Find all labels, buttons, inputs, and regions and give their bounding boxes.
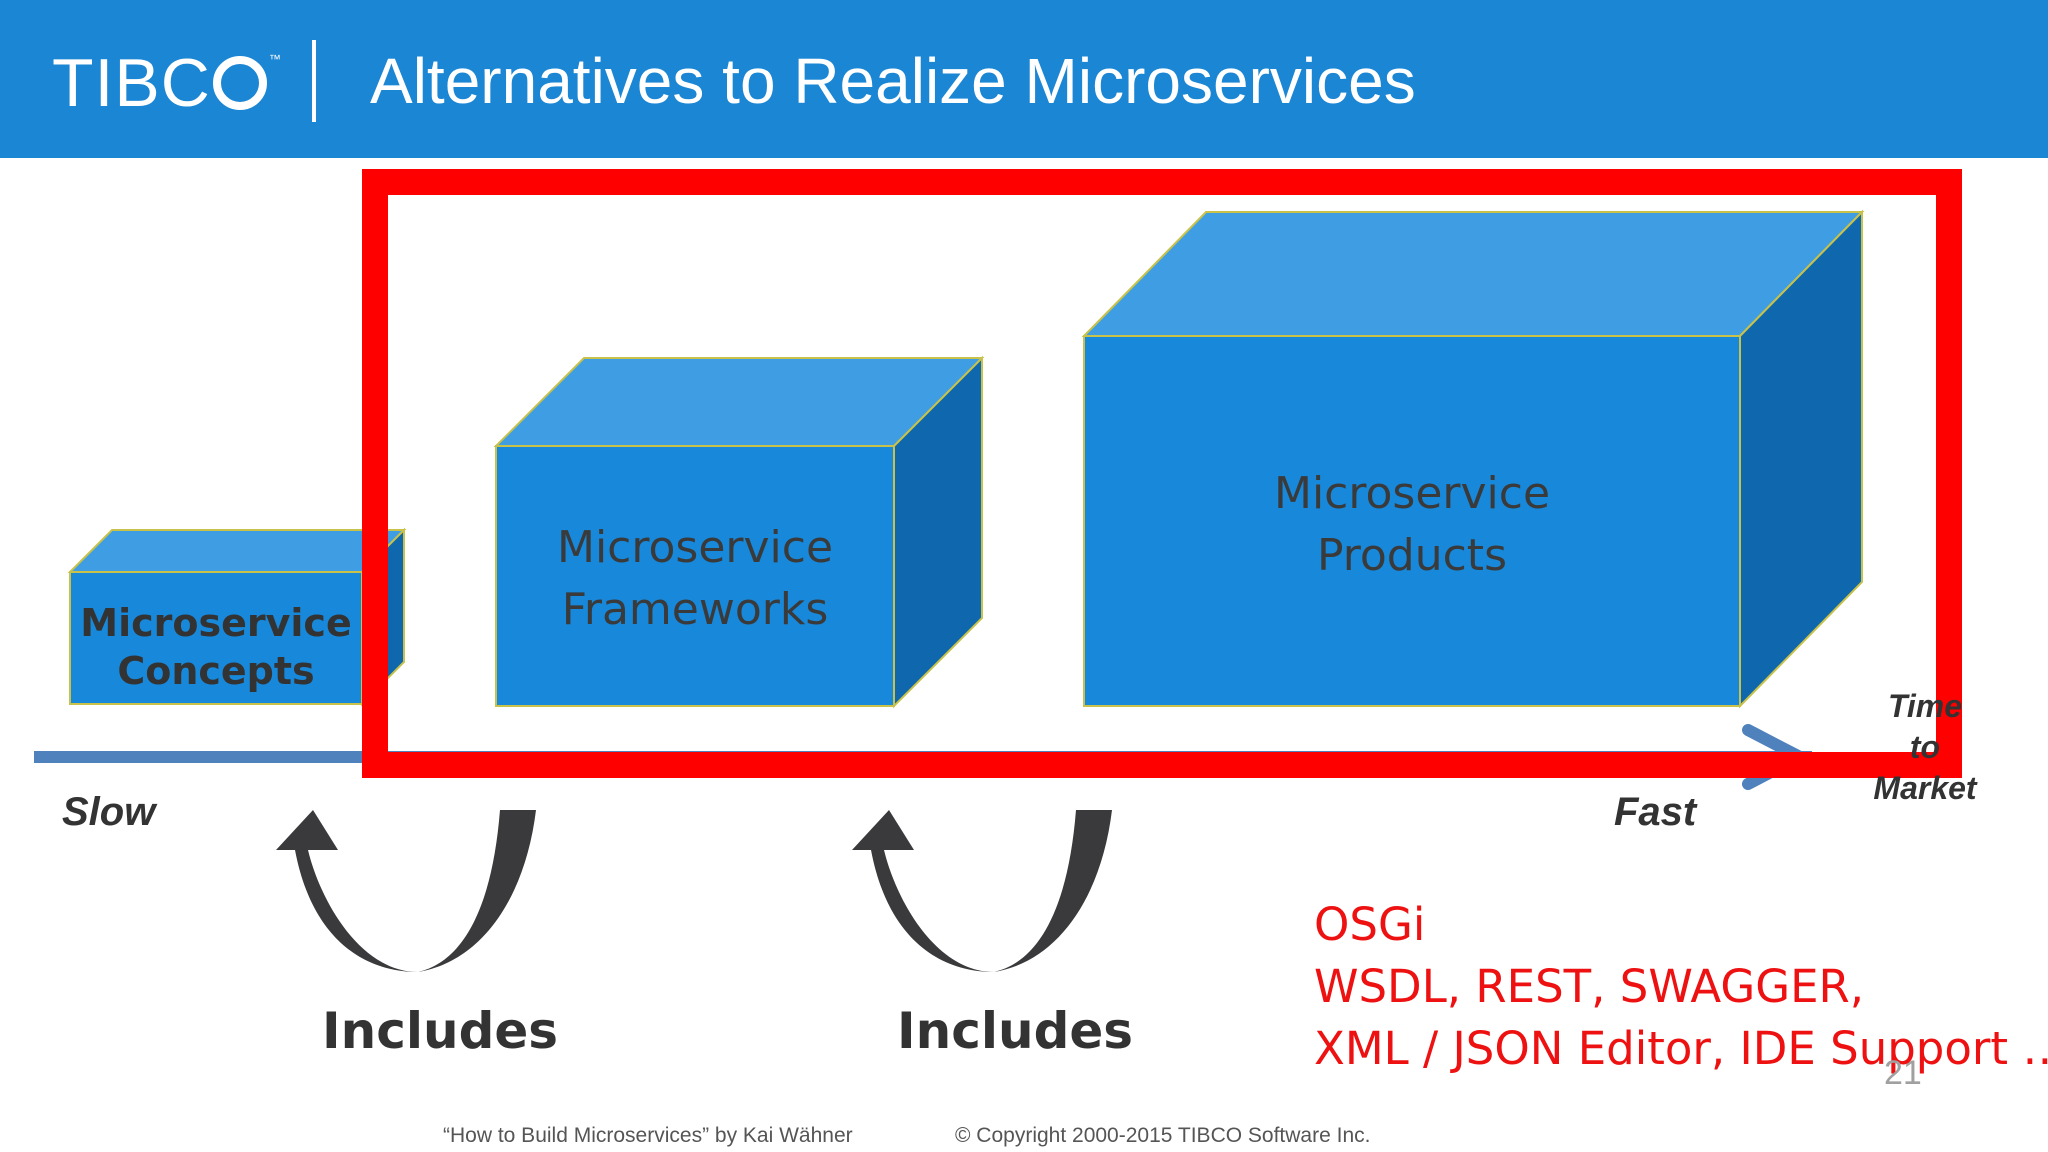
technologies-list: OSGi WSDL, REST, SWAGGER, XML / JSON Edi…: [1314, 894, 2048, 1080]
time-to-market-line-2: to: [1909, 729, 1941, 765]
box-concepts-label-1: Microservice: [80, 601, 351, 645]
time-to-market-line-3: Market: [1873, 770, 1977, 806]
box-frameworks-label-1: Microservice: [557, 522, 833, 573]
box-concepts-label-2: Concepts: [117, 649, 314, 693]
box-concepts: Microservice Concepts: [67, 527, 407, 707]
page-number: 21: [1884, 1054, 1922, 1092]
footer-credit: “How to Build Microservices” by Kai Wähn…: [443, 1124, 853, 1147]
slow-label: Slow: [62, 790, 156, 834]
technology-line-1: OSGi: [1314, 898, 1426, 951]
tibco-logo: TIBC ™: [52, 38, 282, 128]
technology-line-3: XML / JSON Editor, IDE Support …: [1314, 1022, 2048, 1075]
box-products-front: [1083, 335, 1741, 707]
box-frameworks: Microservice Frameworks: [493, 355, 985, 709]
slide-title: Alternatives to Realize Microservices: [370, 45, 1416, 117]
includes-label-2: Includes: [897, 1002, 1134, 1060]
includes-arrow-1-icon: [276, 810, 536, 972]
includes-arrow-2-icon: [852, 810, 1112, 972]
box-products-top: [1081, 211, 1865, 337]
footer-copyright: © Copyright 2000-2015 TIBCO Software Inc…: [955, 1124, 1371, 1147]
box-concepts-front: [69, 571, 363, 705]
box-products-label-2: Products: [1317, 530, 1507, 581]
time-to-market-label: Time to Market: [1860, 686, 1990, 809]
box-products-label-1: Microservice: [1274, 468, 1550, 519]
logo-trademark: ™: [268, 52, 282, 66]
logo-swoosh-icon: [212, 56, 267, 110]
includes-label-1: Includes: [322, 1002, 559, 1060]
technology-line-2: WSDL, REST, SWAGGER,: [1314, 960, 1865, 1013]
box-concepts-top: [67, 529, 407, 573]
time-to-market-line-1: Time: [1887, 688, 1963, 724]
logo-text: TIBC: [52, 45, 211, 121]
box-frameworks-front: [495, 445, 895, 707]
highlight-frame: [362, 169, 1962, 778]
header-divider: [312, 40, 316, 122]
box-products: Microservice Products: [1081, 209, 1865, 709]
title-bar: TIBC ™ Alternatives to Realize Microserv…: [0, 0, 2048, 158]
box-frameworks-label-2: Frameworks: [562, 584, 829, 635]
fast-label: Fast: [1614, 790, 1697, 834]
